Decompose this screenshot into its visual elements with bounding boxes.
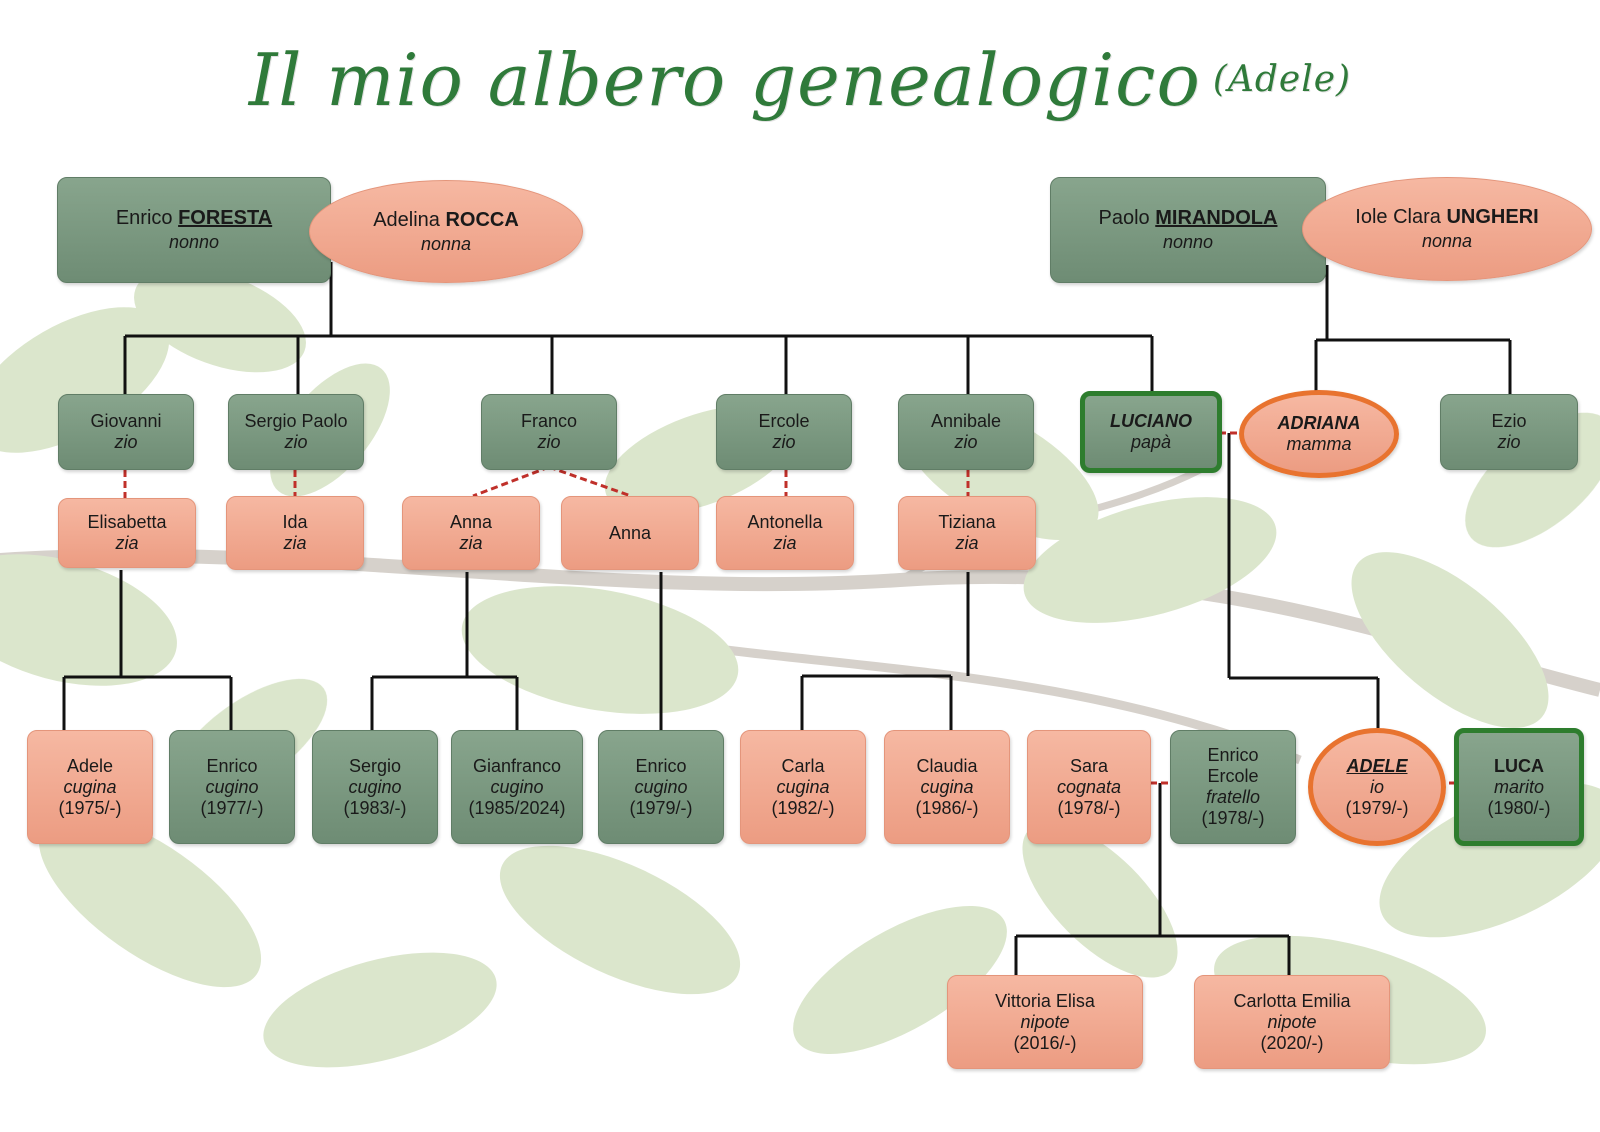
nonna-last-name: ROCCA [445, 208, 519, 231]
nonno-last-name: FORESTA [178, 207, 273, 229]
nonna-first-name: Adelina [373, 208, 440, 231]
nonna-role: nonna [420, 233, 472, 254]
nonna-last-name: UNGHERI [1446, 206, 1539, 228]
node-nonna-iole-clara-ungheri: Iole Clara UNGHERI nonna [1302, 177, 1592, 281]
page-title: Il mio albero genealogico (Adele) [0, 38, 1600, 122]
nonna-role: nonna [1421, 231, 1473, 251]
nonno-role: nonno [168, 232, 220, 252]
title-subject: (Adele) [1212, 59, 1352, 100]
node-nonna-adelina-rocca: Adelina ROCCA nonna [309, 180, 583, 283]
nonno-last-name: MIRANDOLA [1155, 207, 1278, 229]
nonna-first-name: Iole Clara [1355, 206, 1441, 228]
nonno-first-name: Paolo [1098, 207, 1150, 229]
nonno-first-name: Enrico [115, 207, 173, 229]
nonno-role: nonno [1162, 232, 1214, 252]
node-anna: Anna [561, 496, 699, 570]
node-nonno-paolo-mirandola: Paolo MIRANDOLA nonno [1050, 177, 1326, 283]
title-main: Il mio albero genealogico [248, 38, 1201, 122]
node-nonno-enrico-foresta: Enrico FORESTA nonno [57, 177, 331, 283]
